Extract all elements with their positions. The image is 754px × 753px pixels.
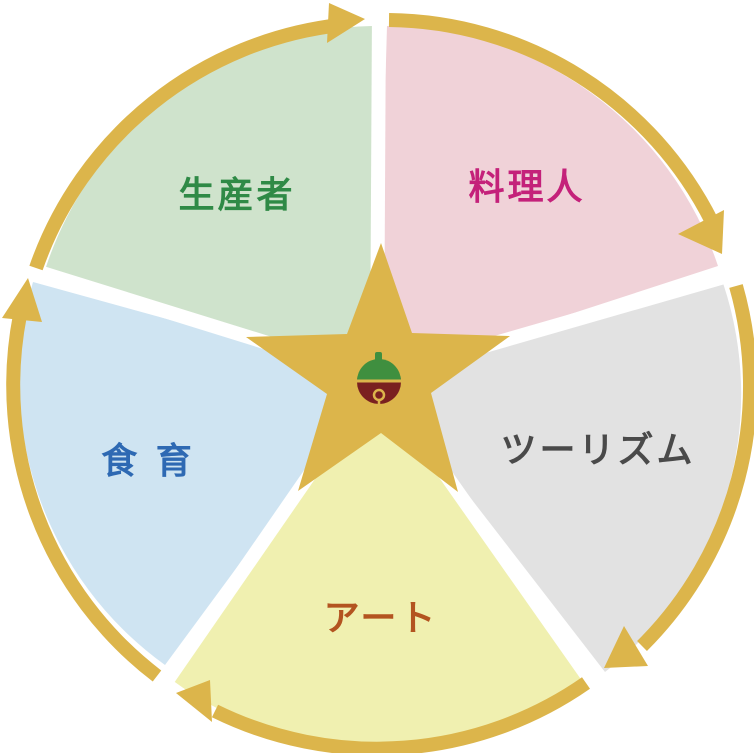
- arrow-arc-top-left: [29, 18, 341, 271]
- label-art: アート: [324, 598, 439, 639]
- label-shokuiku: 食 育: [101, 441, 195, 482]
- arrow-arc-bottom: [211, 677, 590, 753]
- arrow-arc-right: [637, 284, 754, 651]
- label-tourism: ツーリズム: [500, 429, 695, 471]
- segment-art: [172, 377, 585, 749]
- cycle-arrowheads: [2, 3, 724, 722]
- acorn-bell-icon: [357, 352, 401, 405]
- arrow-arc-left: [6, 313, 162, 682]
- segment-ryourinin: [377, 26, 718, 377]
- arrow-arc-top-right: [388, 13, 719, 226]
- arrowhead-top-left: [327, 3, 365, 43]
- label-ryourinin: 料理人: [468, 167, 585, 208]
- segment-shokuiku: [19, 282, 378, 665]
- segment-tourism: [377, 283, 742, 672]
- cycle-arrows: [6, 13, 754, 753]
- arrowhead-top-right: [678, 210, 724, 254]
- segment-seisansha: [46, 26, 377, 377]
- arrowhead-left: [2, 278, 42, 322]
- arrowhead-bottom: [176, 680, 212, 722]
- arrowhead-right: [604, 626, 648, 668]
- label-seisansha: 生産者: [178, 175, 295, 216]
